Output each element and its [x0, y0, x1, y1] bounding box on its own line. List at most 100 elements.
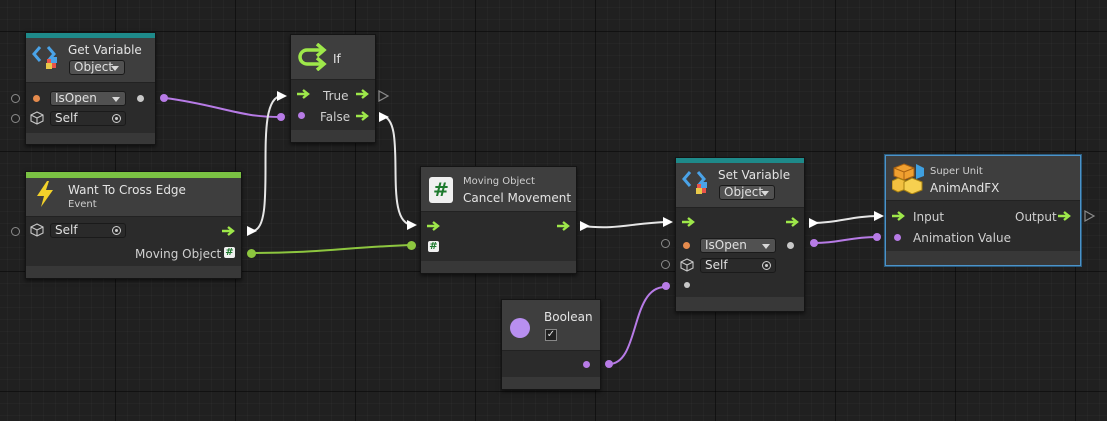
- super-unit-node[interactable]: Super Unit AnimAndFX Input Output Animat…: [885, 155, 1081, 266]
- moving-object-label: Moving Object: [135, 247, 222, 261]
- boolean-circle-icon: [510, 318, 530, 338]
- variable-name-dropdown[interactable]: IsOpen: [50, 91, 126, 106]
- moving-object-output-connector[interactable]: [247, 249, 256, 258]
- node-subtitle: Moving Object: [463, 176, 535, 187]
- target-input-port[interactable]: [11, 114, 20, 123]
- chevron-down-icon: [111, 66, 119, 71]
- field-value: Self: [55, 223, 78, 237]
- hash-port-icon: #: [428, 241, 439, 252]
- set-variable-node[interactable]: Set Variable Object IsOpen Self: [675, 157, 805, 312]
- node-footer: [291, 130, 375, 142]
- boolean-literal-node[interactable]: Boolean ✓: [501, 299, 601, 390]
- if-false-output-connector[interactable]: [378, 111, 390, 123]
- chevron-down-icon: [762, 244, 770, 249]
- event-target-input-port[interactable]: [11, 227, 20, 236]
- set-value-output-connector[interactable]: [810, 239, 818, 247]
- chevron-down-icon: [112, 97, 120, 102]
- wire-false-to-cancel: [380, 115, 414, 226]
- variable-icon: [32, 46, 57, 69]
- input-label: Input: [913, 210, 945, 224]
- node-accent-bar: [26, 33, 155, 38]
- object-picker-icon[interactable]: [112, 226, 121, 235]
- flow-output-icon: [1058, 211, 1071, 221]
- if-flow-input-connector[interactable]: [276, 90, 288, 102]
- field-value: Self: [55, 111, 78, 125]
- object-picker-icon[interactable]: [762, 261, 771, 270]
- cancel-flow-input-connector[interactable]: [406, 219, 418, 231]
- wire-set-to-superunit-value: [814, 236, 877, 244]
- target-field[interactable]: Self: [50, 111, 126, 126]
- cancel-flow-output-connector[interactable]: [579, 220, 591, 232]
- node-header: Get Variable Object: [26, 38, 155, 83]
- node-title: Want To Cross Edge: [68, 183, 186, 197]
- node-header: Want To Cross Edge Event: [26, 178, 241, 217]
- cube-icon: [680, 258, 694, 272]
- value-output-port[interactable]: [787, 242, 794, 249]
- if-node[interactable]: If True False: [290, 34, 376, 143]
- node-body: True False: [291, 80, 375, 131]
- wire-isopen-to-if: [164, 97, 285, 119]
- variable-name-dropdown[interactable]: IsOpen: [700, 238, 776, 253]
- node-body: Self Moving Object #: [26, 217, 241, 268]
- node-footer: [26, 266, 241, 278]
- flow-input-icon: [427, 221, 440, 231]
- node-subtitle: Super Unit: [930, 166, 983, 177]
- value-output-port[interactable]: [137, 95, 144, 102]
- node-body: Input Output Animation Value: [886, 201, 1080, 252]
- target-field[interactable]: Self: [700, 258, 776, 273]
- cancel-movement-node[interactable]: # Moving Object Cancel Movement #: [420, 166, 577, 274]
- set-flow-output-connector[interactable]: [808, 217, 820, 229]
- node-header: Boolean ✓: [502, 300, 600, 351]
- dropdown-value: Object: [724, 185, 764, 199]
- set-target-input-port[interactable]: [661, 260, 670, 269]
- set-name-input-port[interactable]: [661, 239, 670, 248]
- animation-value-label: Animation Value: [913, 231, 1011, 245]
- flow-input-icon: [682, 217, 695, 227]
- chevron-down-icon: [761, 191, 769, 196]
- event-node[interactable]: Want To Cross Edge Event Self Moving Obj…: [25, 171, 242, 279]
- boolean-port-icon: [894, 234, 901, 241]
- cube-icon: [30, 111, 44, 125]
- node-body: IsOpen Self: [676, 208, 804, 299]
- node-title: Boolean: [544, 310, 593, 324]
- object-picker-icon[interactable]: [112, 114, 121, 123]
- super-flow-output-connector[interactable]: [1084, 210, 1096, 222]
- node-footer: [26, 133, 155, 144]
- variable-icon: [682, 171, 707, 194]
- node-footer: [676, 297, 804, 311]
- node-footer: [421, 261, 576, 273]
- target-field[interactable]: Self: [50, 223, 126, 238]
- node-footer: [886, 251, 1080, 265]
- super-value-input-connector[interactable]: [873, 233, 881, 241]
- if-condition-connector[interactable]: [277, 113, 285, 121]
- node-header: If: [291, 35, 375, 80]
- wire-boolean-to-set: [608, 286, 666, 365]
- value-input-port-icon: [684, 282, 690, 288]
- node-body: IsOpen Self: [26, 83, 155, 134]
- variable-kind-dropdown[interactable]: Object: [719, 185, 775, 200]
- object-port-icon: [683, 242, 690, 249]
- node-accent-bar: [26, 172, 241, 178]
- boolean-value-checkbox[interactable]: ✓: [545, 329, 557, 341]
- object-port-icon: [33, 95, 40, 102]
- cubes-icon: [892, 163, 924, 194]
- boolean-output-connector[interactable]: [605, 360, 613, 368]
- value-output-connector[interactable]: [160, 94, 168, 102]
- cancel-target-input-connector[interactable]: [407, 241, 416, 250]
- event-flow-output-connector[interactable]: [246, 225, 258, 237]
- variable-kind-dropdown[interactable]: Object: [69, 60, 125, 75]
- output-label: Output: [1015, 210, 1057, 224]
- false-label: False: [320, 110, 351, 124]
- flow-true-output-icon: [356, 89, 369, 99]
- set-flow-input-connector[interactable]: [662, 216, 674, 228]
- flow-input-icon: [297, 89, 310, 99]
- set-value-input-connector[interactable]: [662, 282, 670, 290]
- name-input-port[interactable]: [11, 94, 20, 103]
- node-body: [502, 351, 600, 378]
- wire-movingobject-to-cancel: [251, 244, 413, 254]
- if-true-output-connector[interactable]: [378, 90, 390, 102]
- node-header: Set Variable Object: [676, 163, 804, 208]
- super-flow-input-connector[interactable]: [873, 210, 885, 222]
- hash-script-icon: #: [429, 177, 453, 203]
- get-variable-node[interactable]: Get Variable Object IsOpen Self: [25, 32, 156, 145]
